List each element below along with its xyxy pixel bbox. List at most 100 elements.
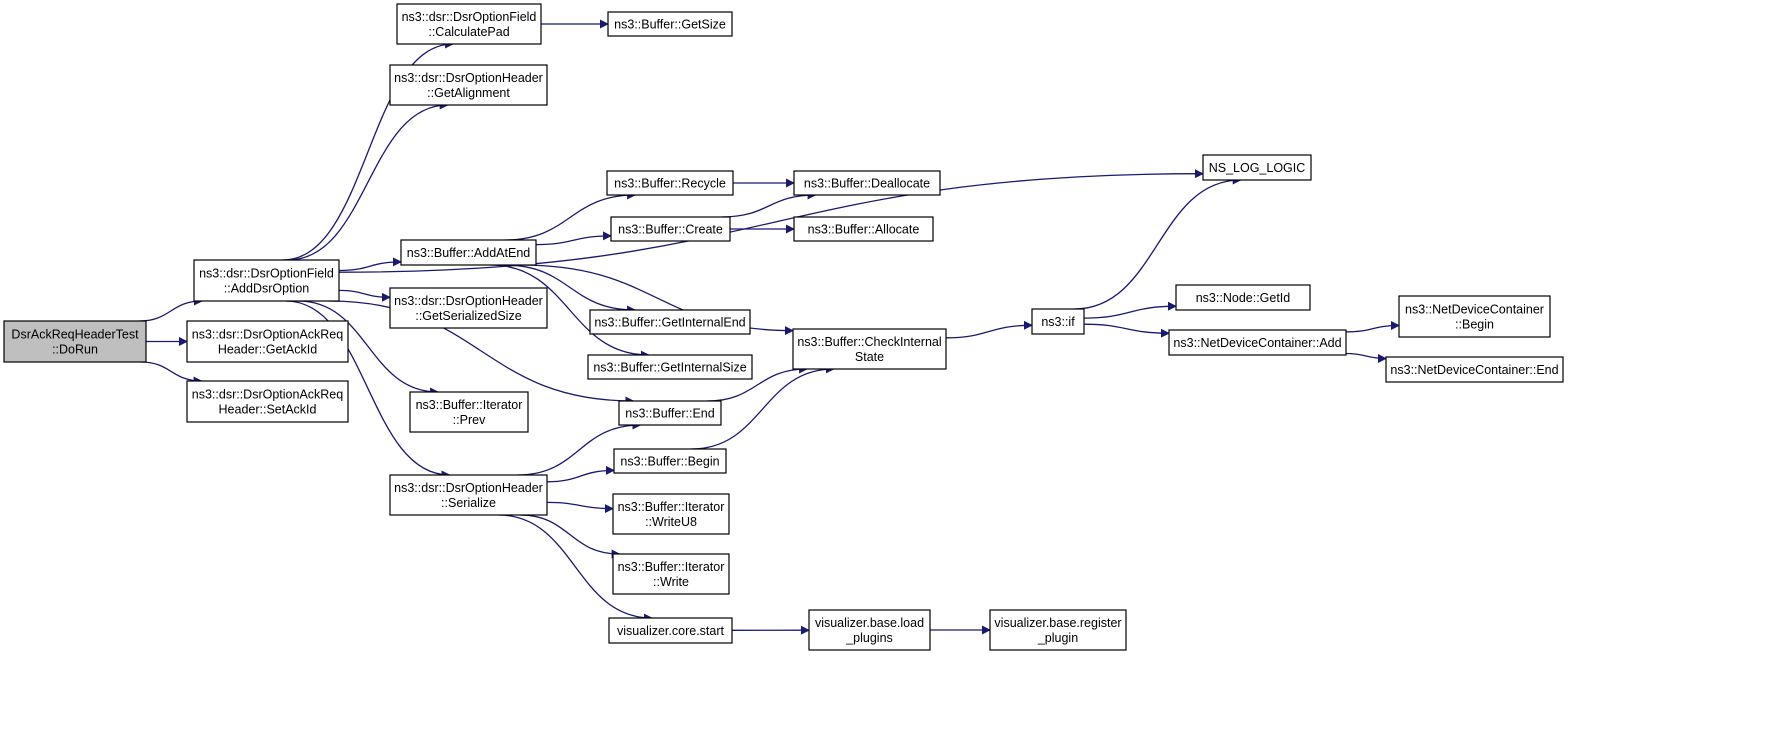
node-box	[409, 391, 529, 433]
edge-arrow	[721, 190, 817, 218]
edge-arrow	[1345, 321, 1400, 333]
graph-node-bufBegin[interactable]: ns3::Buffer::Begin	[613, 448, 727, 474]
edge-serialize-to-bufEnd	[517, 420, 642, 476]
graph-node-nodeGetId[interactable]: ns3::Node::GetId	[1175, 284, 1311, 311]
node-label: ns3::NetDeviceContainer	[1405, 303, 1544, 317]
graph-node-recycle[interactable]: ns3::Buffer::Recycle	[606, 170, 734, 196]
node-box	[792, 328, 947, 370]
graph-node-vizStart[interactable]: visualizer.core.start	[608, 617, 733, 644]
node-label: ns3::Buffer::Recycle	[614, 177, 726, 191]
edge-arrow	[285, 300, 451, 480]
node-label: ns3::Buffer::AddAtEnd	[407, 246, 531, 260]
node-label: ns3::Buffer::Allocate	[808, 223, 920, 237]
node-label: ns3::Buffer::Iterator	[618, 500, 725, 514]
edge-serialize-to-vizStart	[498, 514, 653, 623]
edge-arrow	[328, 300, 635, 406]
edge-serialize-to-bufBegin	[546, 465, 615, 483]
graph-node-iterPrev[interactable]: ns3::Buffer::Iterator::Prev	[409, 391, 529, 433]
edge-nsIf-to-nodeGetId	[1083, 301, 1177, 319]
edge-bufBegin-to-checkInternal	[691, 364, 835, 450]
edge-arrow	[338, 257, 402, 272]
node-label: visualizer.core.start	[617, 624, 725, 638]
node-label: ns3::Buffer::Begin	[620, 455, 719, 469]
graph-node-iterWrite[interactable]: ns3::Buffer::Iterator::Write	[612, 553, 730, 595]
graph-node-ndcEnd[interactable]: ns3::NetDeviceContainer::End	[1385, 356, 1564, 383]
edge-ndcAdd-to-ndcEnd	[1345, 352, 1387, 363]
graph-node-deallocate[interactable]: ns3::Buffer::Deallocate	[793, 170, 941, 196]
edge-arrow	[504, 264, 637, 315]
graph-node-getAckId[interactable]: ns3::dsr::DsrOptionAckReqHeader::GetAckI…	[186, 320, 349, 363]
graph-node-addDsrOption[interactable]: ns3::dsr::DsrOptionField::AddDsrOption	[193, 259, 340, 302]
edge-arrow	[490, 264, 650, 360]
node-label: ::Begin	[1455, 318, 1494, 332]
edge-arrow	[282, 39, 455, 261]
node-box	[389, 474, 548, 516]
node-box	[612, 553, 730, 595]
edge-addAtEnd-to-getInternalEnd	[504, 264, 637, 315]
node-box	[1175, 284, 1311, 311]
edge-addDsrOption-to-nsLogLogic	[338, 169, 1204, 273]
node-box	[3, 320, 147, 363]
edge-arrow	[707, 364, 809, 402]
node-label: State	[855, 350, 884, 364]
graph-node-root[interactable]: DsrAckReqHeaderTest::DoRun	[3, 320, 147, 363]
edge-nsIf-to-nsLogLogic	[1074, 175, 1242, 310]
node-label: ns3::dsr::DsrOptionHeader	[394, 481, 543, 495]
graph-node-writeU8[interactable]: ns3::Buffer::Iterator::WriteU8	[612, 493, 730, 535]
graph-node-serialize[interactable]: ns3::dsr::DsrOptionHeader::Serialize	[389, 474, 548, 516]
edge-addAtEnd-to-create	[535, 231, 612, 246]
node-label: ns3::Buffer::CheckInternal	[797, 335, 941, 349]
node-label: ns3::Buffer::Iterator	[618, 560, 725, 574]
graph-node-nsLogLogic[interactable]: NS_LOG_LOGIC	[1202, 154, 1312, 181]
node-box	[618, 400, 722, 426]
graph-node-getInternalEnd[interactable]: ns3::Buffer::GetInternalEnd	[589, 309, 751, 335]
edge-arrow	[691, 364, 835, 450]
edge-arrow	[1083, 301, 1177, 319]
node-label: ns3::dsr::DsrOptionHeader	[394, 294, 543, 308]
edge-arrow	[517, 420, 642, 476]
node-box	[606, 170, 734, 196]
node-label: ns3::Buffer::GetInternalSize	[593, 361, 746, 375]
graph-node-getAlignment[interactable]: ns3::dsr::DsrOptionHeader::GetAlignment	[389, 64, 548, 106]
edge-arrow	[519, 514, 621, 559]
edge-nsIf-to-ndcAdd	[1083, 323, 1170, 338]
node-label: ns3::dsr::DsrOptionAckReq	[192, 328, 343, 342]
node-label: ns3::NetDeviceContainer::End	[1390, 363, 1558, 377]
graph-node-calculatePad[interactable]: ns3::dsr::DsrOptionField::CalculatePad	[396, 3, 542, 45]
node-label: ns3::dsr::DsrOptionHeader	[394, 71, 543, 85]
edge-arrow	[140, 361, 203, 386]
edge-root-to-addDsrOption	[139, 296, 203, 322]
edge-addDsrOption-to-getAlignment	[287, 100, 449, 261]
edge-arrow	[298, 300, 440, 397]
graph-node-getInternalSize[interactable]: ns3::Buffer::GetInternalSize	[587, 354, 753, 380]
graph-node-getSize[interactable]: ns3::Buffer::GetSize	[607, 11, 733, 37]
graph-node-getSerializedSize[interactable]: ns3::dsr::DsrOptionHeader::GetSerialized…	[389, 287, 548, 329]
node-label: ::WriteU8	[645, 515, 697, 529]
graph-node-ndcAdd[interactable]: ns3::NetDeviceContainer::Add	[1168, 329, 1347, 356]
edge-addAtEnd-to-getInternalSize	[490, 264, 650, 360]
node-box	[613, 448, 727, 474]
node-label: ::GetSerializedSize	[415, 309, 521, 323]
graph-node-allocate[interactable]: ns3::Buffer::Allocate	[793, 216, 934, 242]
node-box	[1398, 295, 1551, 338]
node-label: ::Write	[653, 575, 689, 589]
graph-node-setAckId[interactable]: ns3::dsr::DsrOptionAckReqHeader::SetAckI…	[186, 380, 349, 423]
node-label: ns3::Buffer::Deallocate	[804, 177, 930, 191]
graph-node-registerPlugin[interactable]: visualizer.base.register_plugin	[989, 609, 1127, 651]
node-label: ns3::dsr::DsrOptionField	[199, 267, 334, 281]
graph-node-loadPlugins[interactable]: visualizer.base.load_plugins	[808, 609, 931, 651]
edge-arrow	[945, 320, 1033, 339]
graph-node-nsIf[interactable]: ns3::if	[1031, 308, 1085, 335]
node-box	[1031, 308, 1085, 335]
node-label: ns3::Buffer::Iterator	[416, 398, 523, 412]
edge-arrow	[504, 190, 637, 241]
graph-node-ndcBegin[interactable]: ns3::NetDeviceContainer::Begin	[1398, 295, 1551, 338]
graph-node-addAtEnd[interactable]: ns3::Buffer::AddAtEnd	[400, 239, 537, 266]
graph-node-create[interactable]: ns3::Buffer::Create	[610, 216, 731, 242]
node-label: ns3::Buffer::Create	[618, 223, 723, 237]
graph-node-bufEnd[interactable]: ns3::Buffer::End	[618, 400, 722, 426]
edge-serialize-to-iterWrite	[519, 514, 621, 559]
node-label: ns3::dsr::DsrOptionAckReq	[192, 388, 343, 402]
node-box	[589, 309, 751, 335]
